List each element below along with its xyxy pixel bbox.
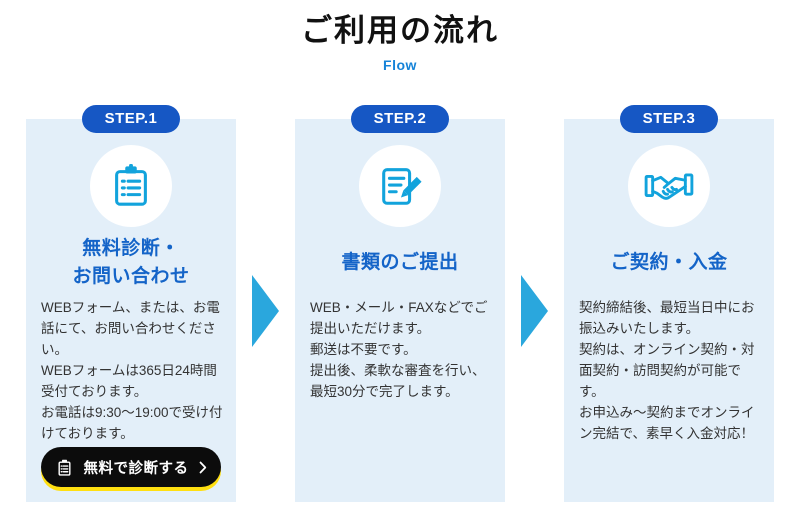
step-3-description: 契約締結後、最短当日中にお振込みいたします。 契約は、オンライン契約・対面契約・… — [579, 300, 755, 441]
page-subtitle: Flow — [383, 57, 417, 73]
flow-arrow-icon — [521, 274, 548, 347]
step-2-title: 書類のご提出 — [341, 252, 459, 274]
step-1-icon-circle — [90, 145, 172, 227]
step-card-2: STEP.2 書類のご提出 WEB・メール・FAXなどでご提出いただけます。 郵… — [295, 105, 505, 502]
document-edit-icon — [377, 163, 423, 209]
flow-header: ご利用の流れ Flow — [0, 0, 800, 73]
flow-arrow-icon — [252, 274, 279, 347]
handshake-icon — [644, 167, 694, 205]
step-2-description: WEB・メール・FAXなどでご提出いただけます。 郵送は不要です。 提出後、柔軟… — [310, 300, 488, 399]
step-3-title: ご契約・入金 — [610, 252, 728, 274]
step-1-badge: STEP.1 — [82, 105, 180, 133]
step-card-1: STEP.1 無料診断・ お問い合わせ WEBフォーム、または、お電話にて、お問… — [26, 105, 236, 502]
arrow-gap-1 — [236, 119, 295, 502]
clipboard-icon — [108, 163, 154, 209]
step-1-description: WEBフォーム、または、お電話にて、お問い合わせください。 WEBフォームは36… — [41, 300, 223, 441]
step-1-title: 無料診断・ お問い合わせ — [72, 238, 190, 287]
step-3-badge: STEP.3 — [620, 105, 718, 133]
flow-steps: STEP.1 無料診断・ お問い合わせ WEBフォーム、または、お電話にて、お問… — [0, 105, 800, 502]
step-2-badge: STEP.2 — [351, 105, 449, 133]
step-2-icon-circle — [359, 145, 441, 227]
chevron-right-icon — [199, 461, 207, 474]
step-card-3: STEP.3 ご契約・入金 契約締結後、最短当日 — [564, 105, 774, 502]
step-3-icon-circle — [628, 145, 710, 227]
page-title: ご利用の流れ — [301, 13, 499, 48]
free-diagnosis-button[interactable]: 無料で診断する — [41, 447, 221, 487]
cta-label: 無料で診断する — [83, 460, 189, 477]
arrow-gap-2 — [505, 119, 564, 502]
clipboard-icon — [56, 458, 73, 477]
